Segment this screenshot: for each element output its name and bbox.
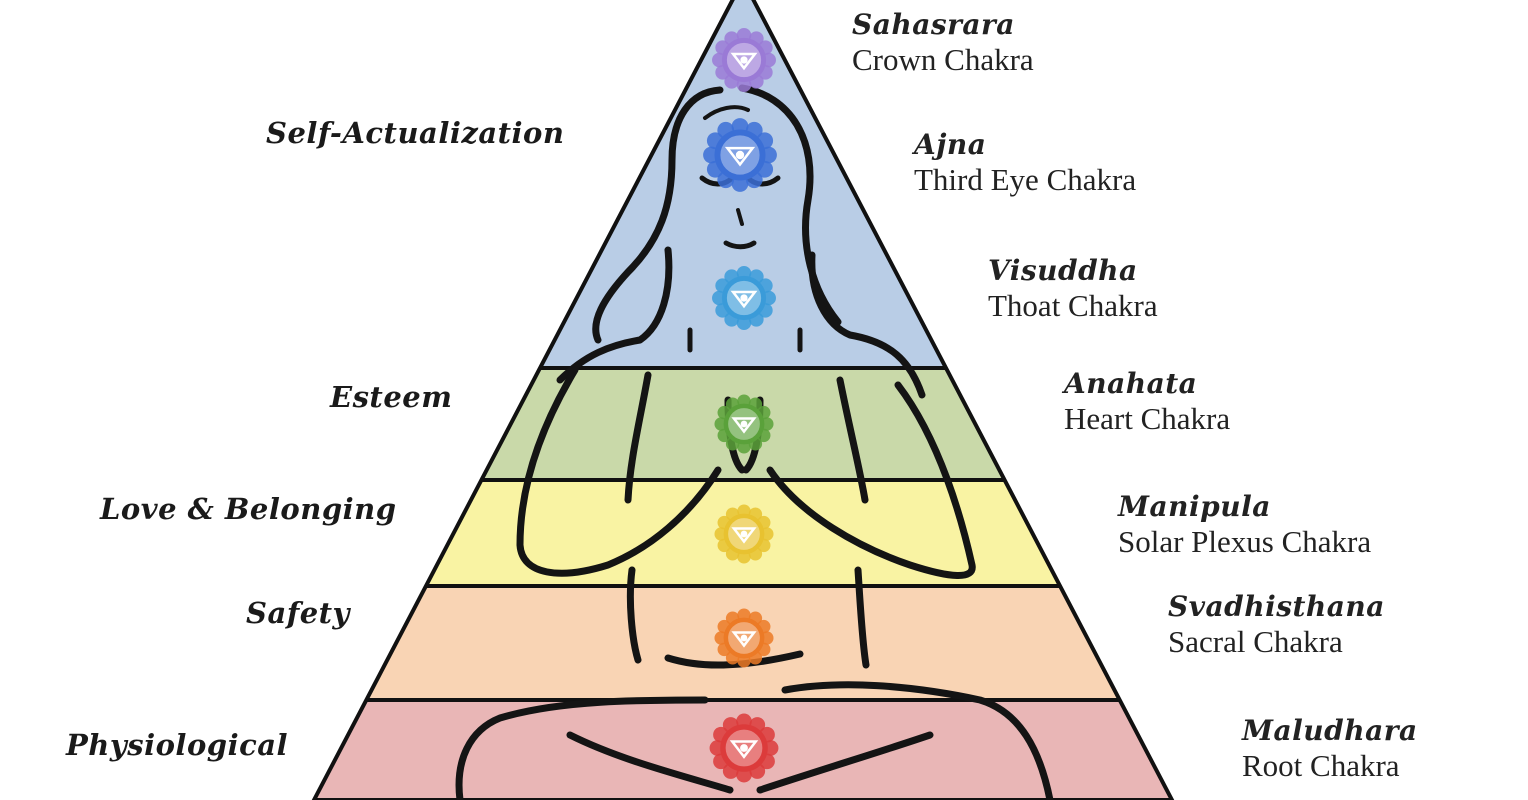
chakra-label-svadhisthana: Svadhisthana Sacral Chakra [1168,590,1385,660]
meditating-figure [455,84,1054,800]
level-label-love-belonging: Love & Belonging [100,492,397,526]
chakra-name: Ajna [914,128,987,161]
sacral-chakra-icon [714,608,774,668]
throat-chakra-icon [712,266,776,330]
level-label-safety: Safety [246,596,350,630]
level-label-physiological: Physiological [66,728,289,762]
chakra-subtitle: Sacral Chakra [1168,624,1343,659]
level-label-esteem: Esteem [330,380,453,414]
chakra-name: Sahasrara [852,8,1015,41]
chakra-label-manipula: Manipula Solar Plexus Chakra [1118,490,1371,560]
level-label-self-actualization: Self-Actualization [266,116,565,150]
chakra-name: Manipula [1118,490,1271,523]
chakra-subtitle: Third Eye Chakra [914,162,1137,197]
band-dividers [366,366,1120,702]
chakra-label-ajna: Ajna Third Eye Chakra [914,128,1136,198]
chakra-subtitle: Crown Chakra [852,42,1034,77]
chakra-name: Anahata [1064,367,1198,400]
heart-chakra-icon [714,394,774,454]
chakra-subtitle: Heart Chakra [1064,401,1231,436]
root-chakra-icon [709,713,779,783]
solar-plexus-chakra-icon [714,504,774,564]
chakra-subtitle: Solar Plexus Chakra [1118,524,1372,559]
chakra-subtitle: Thoat Chakra [988,288,1158,323]
third-eye-chakra-icon [703,118,777,192]
chakra-label-anahata: Anahata Heart Chakra [1064,367,1230,437]
chakra-name: Visuddha [988,254,1138,287]
chakra-symbols [703,28,779,783]
chakra-name: Maludhara [1242,714,1418,747]
chakra-subtitle: Root Chakra [1242,748,1400,783]
chakra-name: Svadhisthana [1168,590,1385,623]
crown-chakra-icon [712,28,776,92]
chakra-label-sahasrara: Sahasrara Crown Chakra [852,8,1034,78]
chakra-label-visuddha: Visuddha Thoat Chakra [988,254,1158,324]
pyramid-outline [311,0,1175,800]
chakra-label-maludhara: Maludhara Root Chakra [1242,714,1418,784]
